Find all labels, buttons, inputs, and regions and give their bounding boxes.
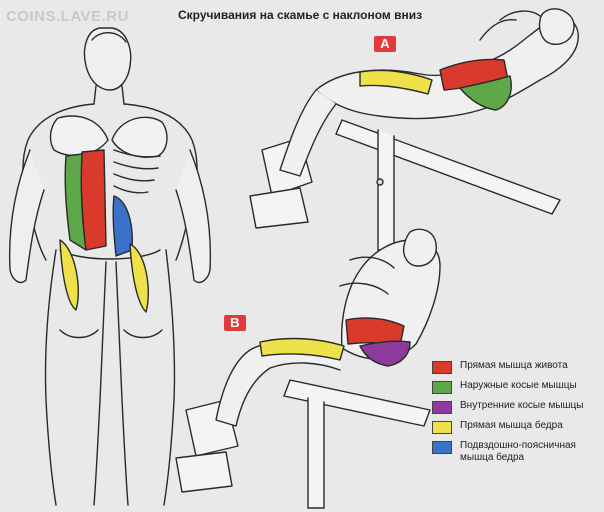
muscle-rectus-abdominis <box>80 149 107 251</box>
muscle-rectus-femoris-a <box>359 69 433 95</box>
legend-item-external-obliques: Наружные косые мышцы <box>432 380 602 394</box>
legend-label: Подвздошно-поясничная мышца бедра <box>460 440 576 463</box>
exercise-a-figure <box>249 8 579 251</box>
standing-muscles <box>59 149 149 313</box>
muscle-iliopsoas <box>112 195 134 257</box>
standing-figure <box>8 27 212 506</box>
legend-swatch <box>432 441 452 454</box>
legend-item-internal-obliques: Внутренние косые мышцы <box>432 400 602 414</box>
legend-item-iliopsoas: Подвздошно-поясничная мышца бедра <box>432 440 602 464</box>
exercise-b-figure <box>175 228 441 509</box>
legend-swatch <box>432 421 452 434</box>
legend-swatch <box>432 401 452 414</box>
muscle-rectus-femoris-right <box>129 243 149 313</box>
legend-item-rectus-femoris: Прямая мышца бедра <box>432 420 602 434</box>
legend-label: Внутренние косые мышцы <box>460 400 584 411</box>
watermark: COINS.LAVE.RU <box>6 8 129 25</box>
muscle-rectus-femoris-left <box>59 239 79 311</box>
legend-label: Прямая мышца бедра <box>460 420 563 431</box>
muscle-legend: Прямая мышца живота Наружные косые мышцы… <box>432 360 602 470</box>
legend-label: Наружные косые мышцы <box>460 380 577 391</box>
exercise-marker-a: A <box>374 36 396 52</box>
muscle-internal-oblique-b <box>359 340 411 367</box>
diagram-title: Скручивания на скамье с наклоном вниз <box>178 8 423 22</box>
exercise-marker-b: B <box>224 315 246 331</box>
legend-item-rectus-abdominis: Прямая мышца живота <box>432 360 602 374</box>
legend-swatch <box>432 381 452 394</box>
legend-label: Прямая мышца живота <box>460 360 568 371</box>
muscle-external-oblique <box>64 153 87 251</box>
legend-swatch <box>432 361 452 374</box>
muscle-rectus-femoris-b <box>259 337 345 361</box>
muscle-external-oblique-a <box>459 75 512 111</box>
